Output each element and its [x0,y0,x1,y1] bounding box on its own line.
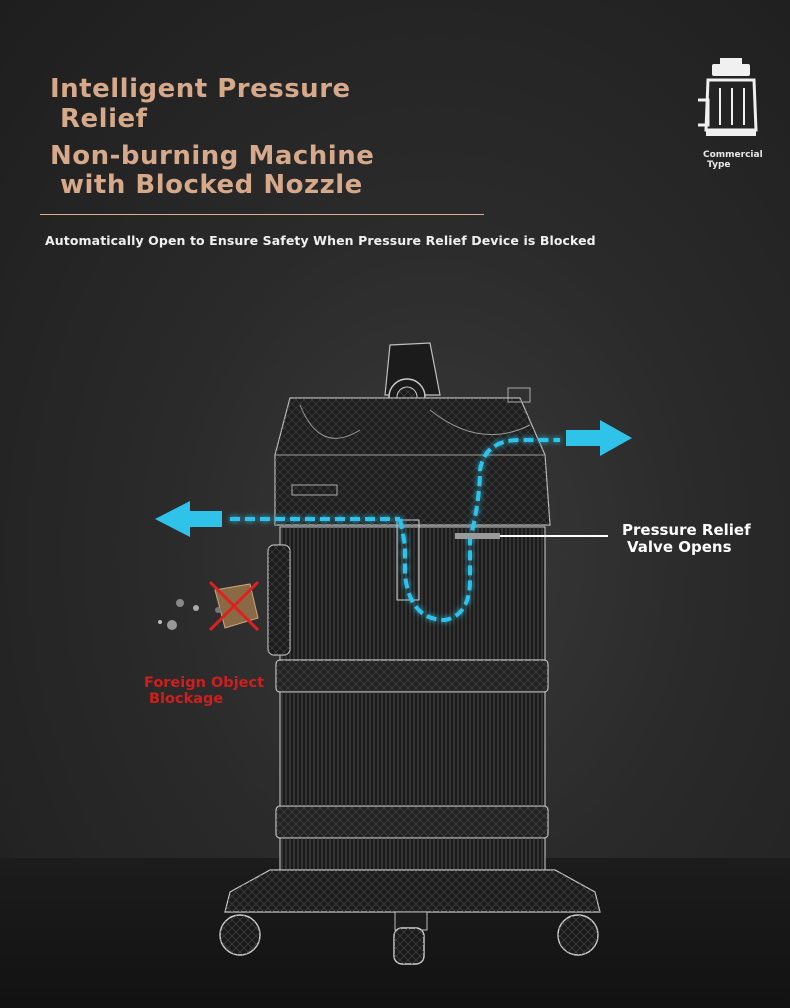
motor-head [274,387,551,526]
airflow-arrow-left [155,501,222,537]
caster-base [224,869,601,931]
valve-callout-line-2: Valve Opens [627,538,732,556]
commercial-type-label: Commercial Type [703,150,783,170]
airflow-path [230,438,560,623]
foreign-object-debris [158,583,259,630]
valve-pointer [455,533,608,539]
headline-line-3: Non-burning Machine [50,141,375,171]
blockage-callout: Foreign Object Blockage [144,675,314,707]
title-divider [40,214,484,215]
caster-wheels [219,914,599,965]
headline-line-1: Intelligent Pressure [50,74,351,104]
badge-line-2: Type [707,160,731,170]
blocked-x-icon [208,580,260,632]
upper-tank [267,519,546,663]
headline-line-4: with Blocked Nozzle [60,170,363,200]
valve-callout-line-1: Pressure Relief [622,521,751,539]
headline-line-2: Relief [60,104,148,134]
subtitle: Automatically Open to Ensure Safety When… [45,233,596,248]
lower-tank [279,691,546,881]
valve-callout: Pressure Relief Valve Opens [622,522,782,556]
commercial-vacuum-icon [698,58,758,136]
blockage-callout-line-1: Foreign Object [144,675,265,691]
airflow-arrow-right [566,420,632,456]
tank-rings [275,659,549,839]
badge-line-1: Commercial [703,150,763,160]
blockage-callout-line-2: Blockage [149,691,224,707]
